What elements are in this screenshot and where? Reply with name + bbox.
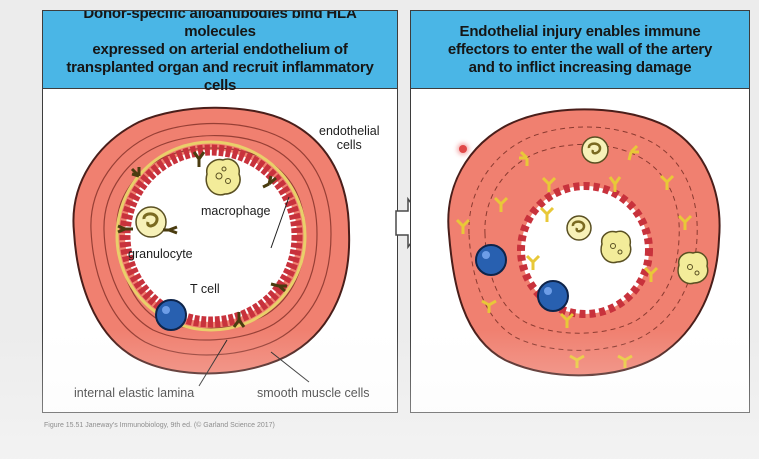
right-granulocyte-1 <box>567 216 591 240</box>
label-smooth-muscle-cells: smooth muscle cells <box>257 386 370 400</box>
label-t-cell: T cell <box>190 282 220 296</box>
left-panel-header: Donor-specific alloantibodies bind HLA m… <box>43 11 397 89</box>
label-granulocyte: granulocyte <box>128 247 193 261</box>
left-tcell <box>156 300 186 330</box>
label-macrophage: macrophage <box>201 204 271 218</box>
right-artery-diagram <box>411 89 750 413</box>
right-macrophage-2 <box>678 252 708 283</box>
right-macrophage-1 <box>601 231 631 262</box>
cursor-marker <box>459 145 467 153</box>
left-panel: Donor-specific alloantibodies bind HLA m… <box>42 10 398 413</box>
left-panel-title: Donor-specific alloantibodies bind HLA m… <box>51 10 389 95</box>
right-panel-title: Endothelial injury enables immune effect… <box>448 23 712 77</box>
figure-caption: Figure 15.51 Janeway's Immunobiology, 9t… <box>44 422 275 429</box>
right-tcell-1 <box>476 245 506 275</box>
right-tcell-2 <box>538 281 568 311</box>
right-panel-header: Endothelial injury enables immune effect… <box>411 11 749 89</box>
label-internal-elastic-lamina: internal elastic lamina <box>74 386 194 400</box>
left-granulocyte <box>136 207 166 237</box>
left-macrophage <box>206 159 240 195</box>
right-panel: Endothelial injury enables immune effect… <box>410 10 750 413</box>
right-granulocyte-2 <box>582 137 608 163</box>
label-endothelial-cells: endothelial cells <box>319 124 379 152</box>
